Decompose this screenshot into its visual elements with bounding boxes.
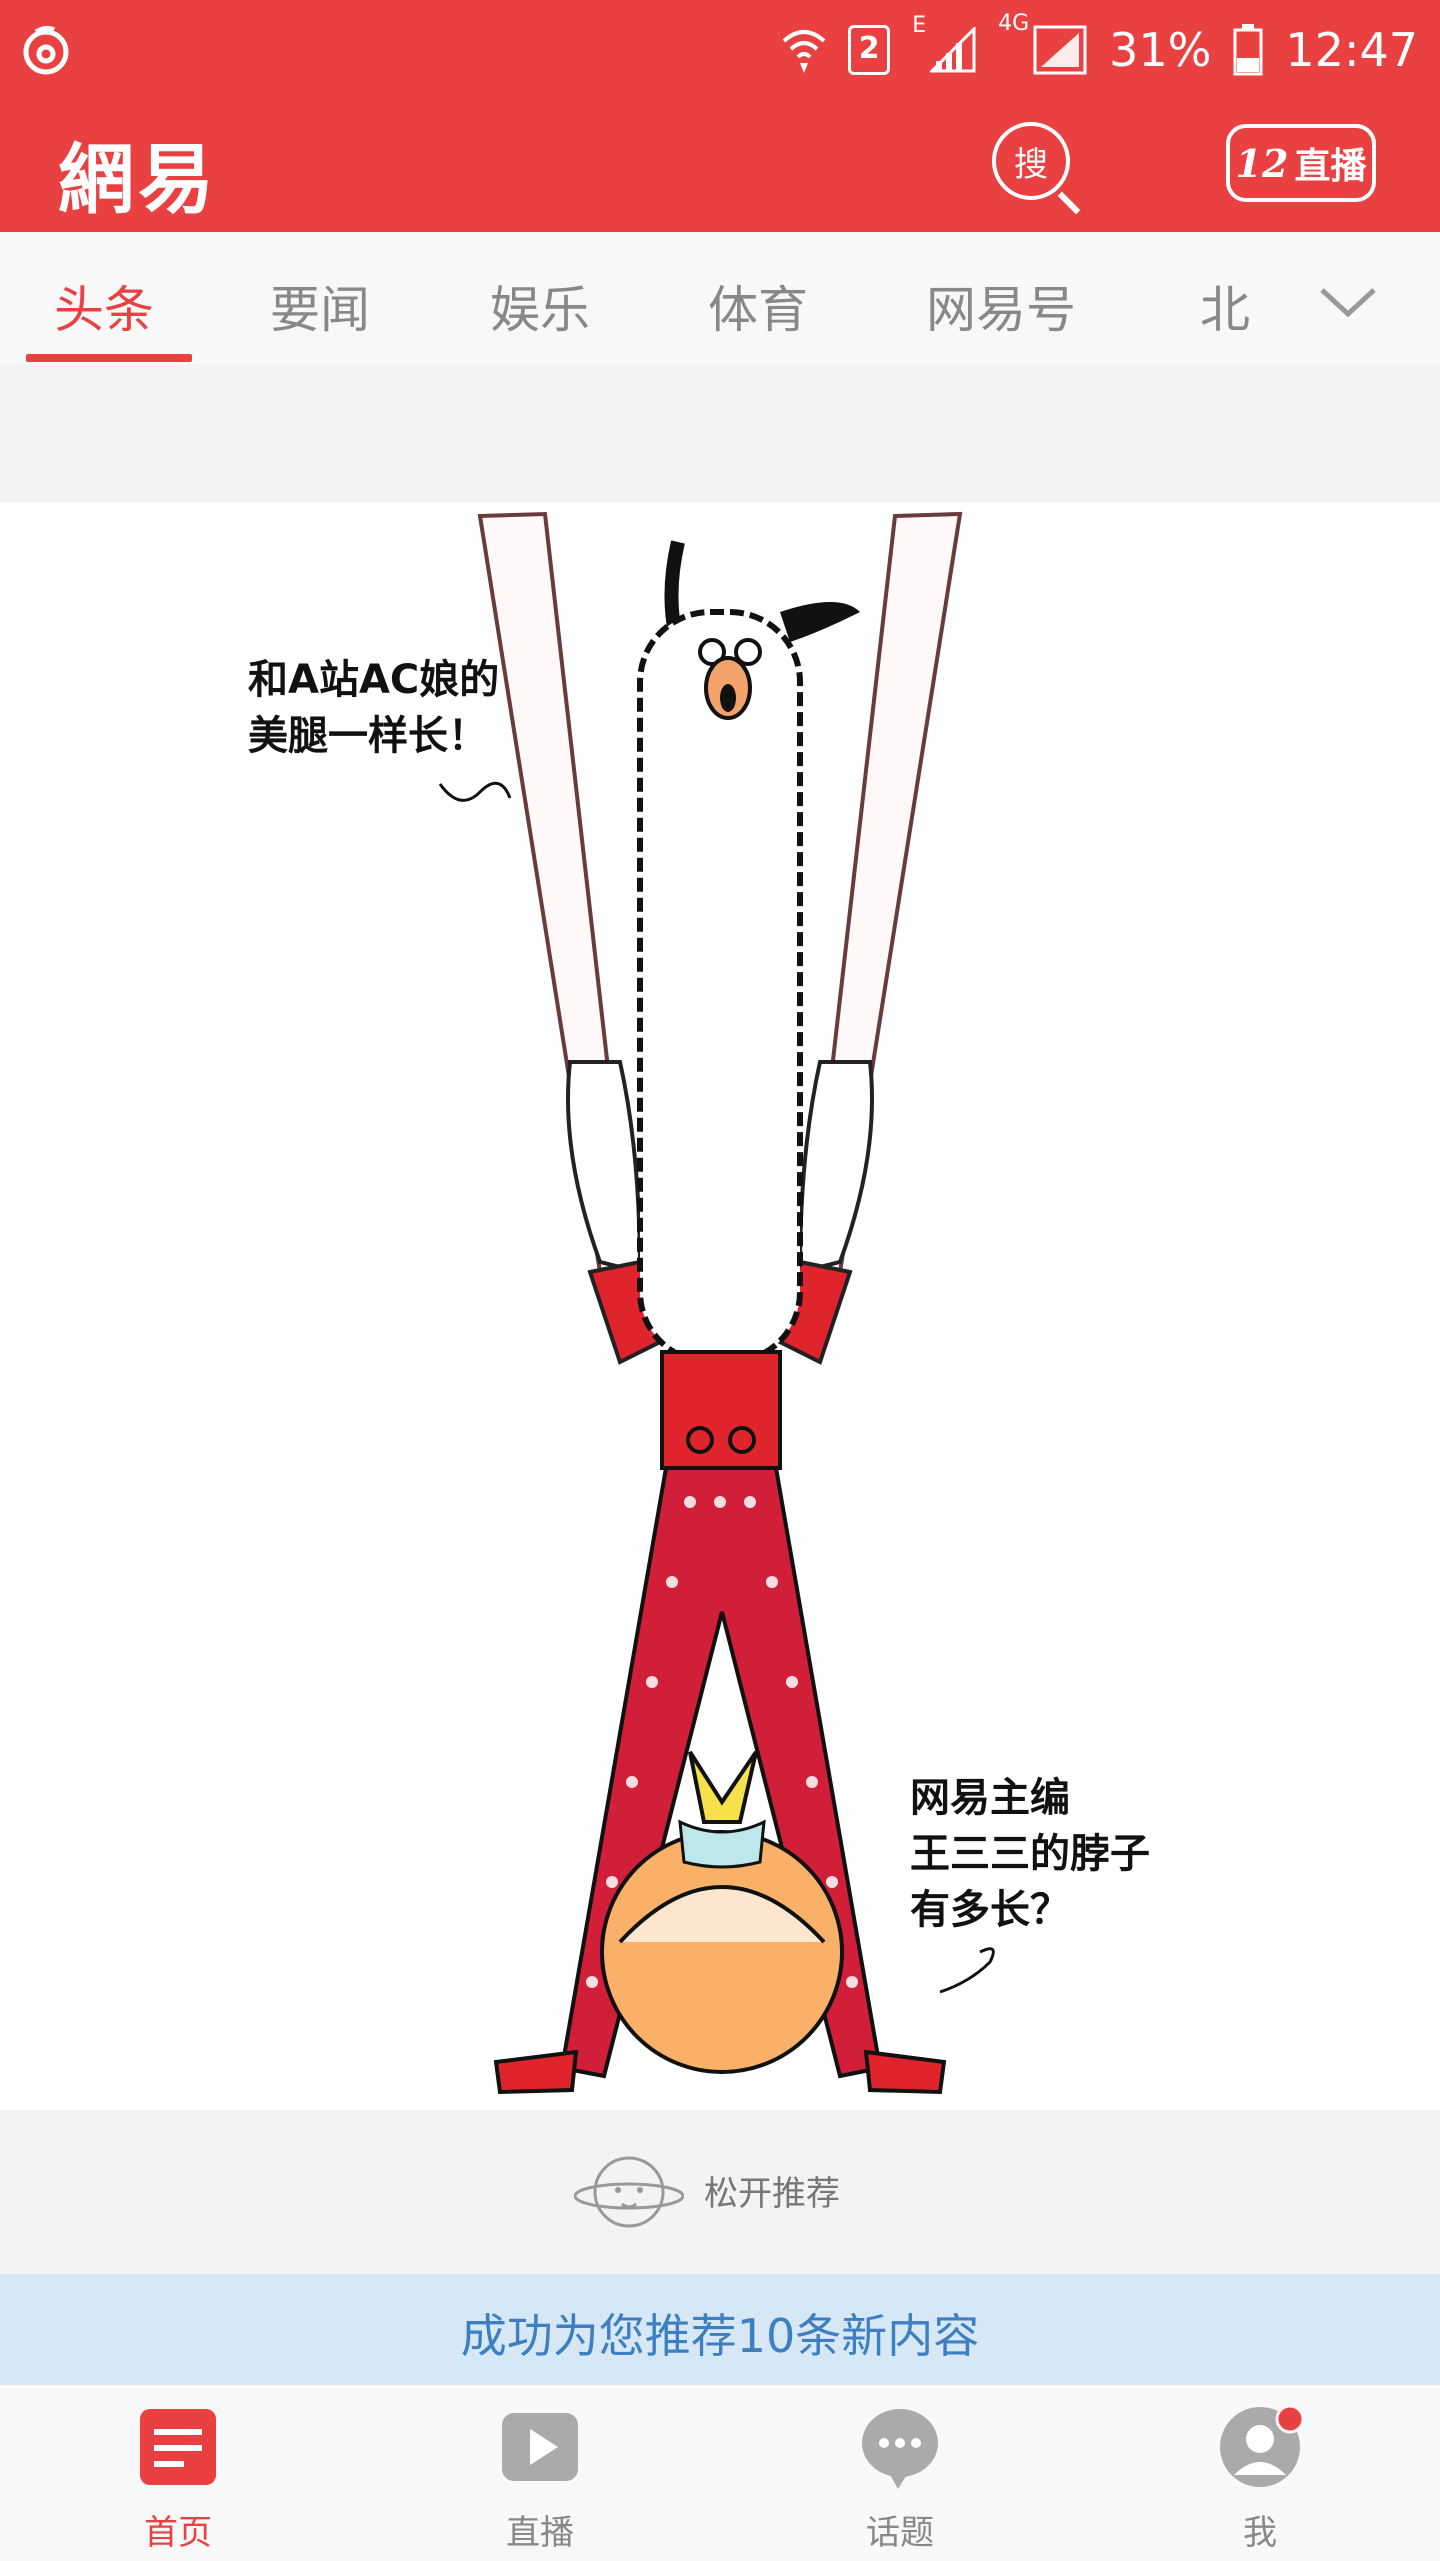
tab-netease-account[interactable]: 网易号: [926, 281, 1076, 339]
signal-icon-2: [1033, 25, 1087, 75]
nav-home[interactable]: 首页: [78, 2405, 278, 2554]
status-bar: 2 E 4G 31% 12:47: [0, 0, 1440, 100]
nav-live[interactable]: 直播: [440, 2405, 640, 2554]
speech-bubble-right: 网易主编 王三三的脖子 有多长？: [910, 1775, 1150, 1933]
refresh-illustration: 和A站AC娘的 美腿一样长！ 网易主编 王三三的脖子 有多长？: [0, 502, 1440, 2110]
app-header: 網易 搜 12 直播: [0, 100, 1440, 232]
brand-logo: 網易: [58, 135, 218, 224]
tab-important[interactable]: 要闻: [270, 281, 370, 339]
nav-topics[interactable]: 话题: [800, 2405, 1000, 2554]
speech-bubble-left: 和A站AC娘的 美腿一样长！: [248, 657, 500, 759]
home-doc-icon: [140, 2409, 216, 2485]
live-label: 直播: [1294, 146, 1367, 187]
recommend-success-banner: 成功为您推荐10条新内容: [0, 2274, 1440, 2384]
live-button[interactable]: 12 直播: [1226, 124, 1376, 202]
live-count: 12: [1235, 140, 1289, 186]
pull-refresh-gap: [0, 364, 1440, 502]
channel-tabs: 头条 要闻 娱乐 体育 网易号 北: [0, 232, 1440, 365]
alpaca-cartoon-illustration: [438, 511, 995, 2095]
bottom-navigation: 首页 直播 话题 我: [0, 2384, 1440, 2561]
nav-me[interactable]: 我: [1160, 2405, 1360, 2554]
user-icon: [1220, 2405, 1302, 2487]
network-type-4g: 4G: [998, 11, 1087, 75]
active-tab-indicator: [26, 354, 192, 362]
sim-slot-badge: 2: [848, 25, 891, 75]
clock: 12:47: [1285, 23, 1418, 77]
search-label: 搜: [1014, 144, 1048, 185]
banner-text: 成功为您推荐10条新内容: [460, 2309, 980, 2363]
tab-headline[interactable]: 头条: [54, 281, 154, 339]
tab-beijing[interactable]: 北: [1200, 281, 1250, 339]
netease-notification-icon: [23, 25, 69, 75]
battery-percent: 31%: [1109, 23, 1212, 77]
tab-entertainment[interactable]: 娱乐: [490, 281, 590, 339]
chevron-down-icon[interactable]: [1316, 270, 1380, 334]
wifi-icon: [782, 30, 826, 73]
network-type-e: E: [912, 13, 976, 73]
play-icon: [502, 2413, 578, 2481]
chat-bubble-icon: [862, 2409, 938, 2489]
notification-badge: [1275, 2405, 1302, 2434]
release-label: 松开推荐: [704, 2174, 840, 2214]
search-button[interactable]: 搜: [992, 122, 1081, 215]
search-icon: [1057, 191, 1081, 215]
release-to-refresh: 松开推荐: [0, 2110, 1440, 2274]
battery-icon: [1233, 24, 1263, 76]
planet-face-icon: [574, 2156, 684, 2228]
tab-sports[interactable]: 体育: [708, 281, 808, 339]
signal-icon-1: [930, 27, 976, 73]
